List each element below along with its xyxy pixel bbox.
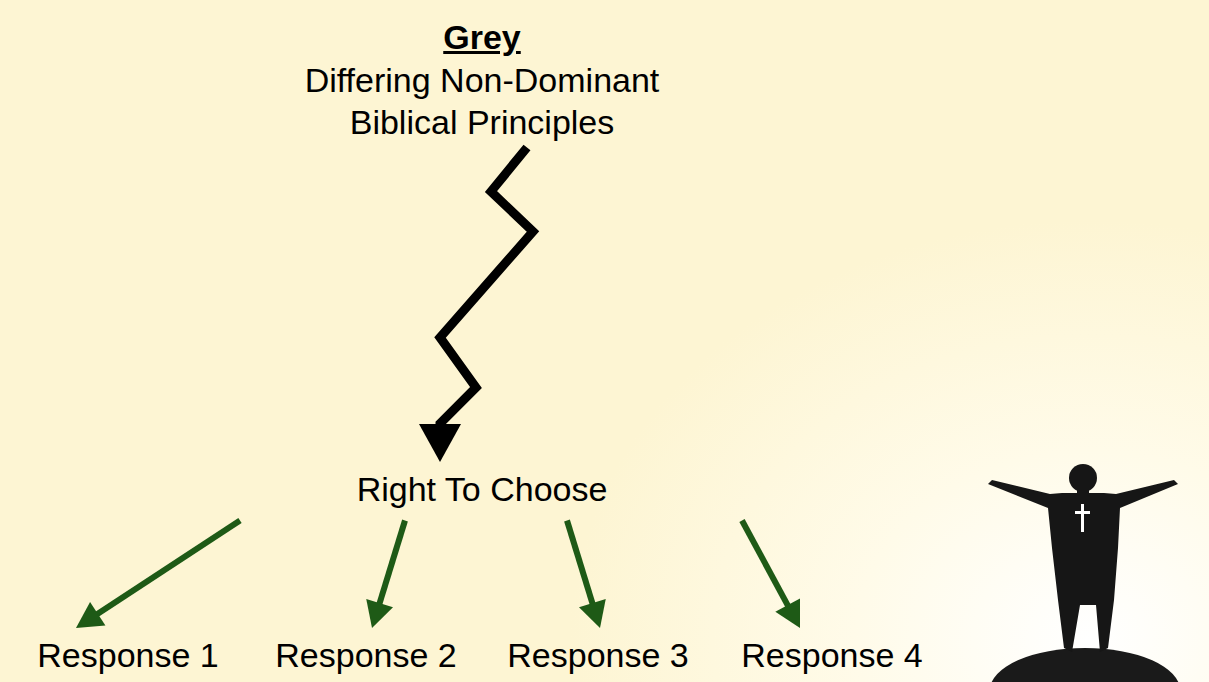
green-arrow bbox=[742, 521, 800, 629]
heading-text: Grey bbox=[267, 16, 697, 59]
lightning-arrow bbox=[419, 148, 533, 463]
cross-symbol bbox=[1075, 504, 1090, 532]
node-label: Response 4 bbox=[741, 634, 922, 677]
green-arrow bbox=[76, 521, 240, 629]
node-label: Differing Non-Dominant Biblical Principl… bbox=[267, 59, 697, 144]
heading-node: GreyDiffering Non-Dominant Biblical Prin… bbox=[267, 16, 697, 144]
node-label: Right To Choose bbox=[357, 468, 608, 511]
green-arrow bbox=[567, 521, 606, 629]
green-arrow bbox=[366, 521, 405, 629]
text-node: Response 3 bbox=[507, 634, 688, 677]
text-node: Response 4 bbox=[741, 634, 922, 677]
person-silhouette bbox=[988, 464, 1178, 652]
hill bbox=[990, 648, 1180, 682]
text-node: Right To Choose bbox=[357, 468, 608, 511]
node-label: Response 1 bbox=[37, 634, 218, 677]
text-node: Response 1 bbox=[37, 634, 218, 677]
node-label: Response 2 bbox=[275, 634, 456, 677]
text-node: Response 2 bbox=[275, 634, 456, 677]
node-label: Response 3 bbox=[507, 634, 688, 677]
